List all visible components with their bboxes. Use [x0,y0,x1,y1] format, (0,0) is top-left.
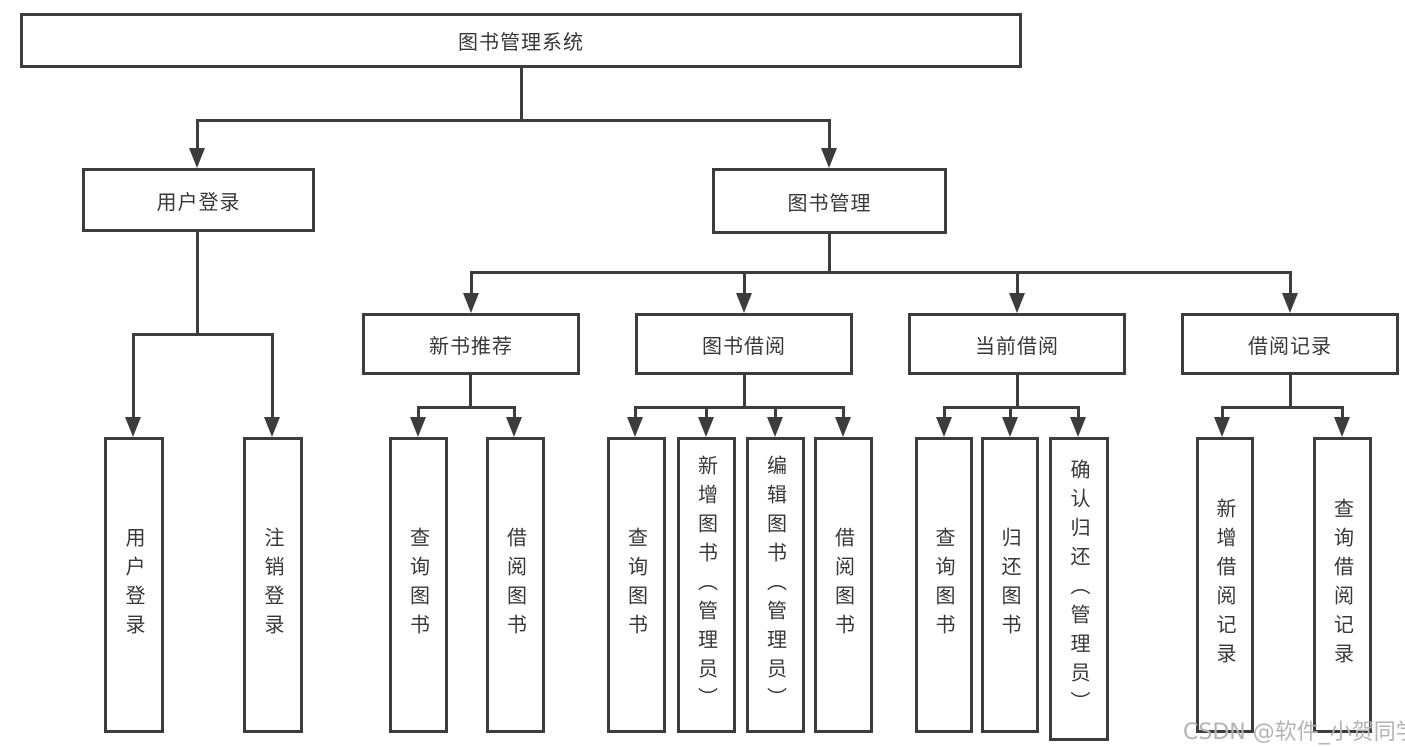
connector-book-management-stem [828,234,831,272]
arrowhead-down [1334,417,1350,437]
arrowhead-down [1002,417,1018,437]
node-user-login: 用户登录 [82,168,315,232]
node-library-management-system: 图书管理系统 [20,13,1022,68]
connector-book-borrow-stem [743,375,746,408]
node-label: 新书推荐 [429,333,513,358]
connector-new-book-stem [469,375,472,408]
arrowhead-down [463,293,479,313]
leaf-add-book-admin: 新增图书（管理员） [677,437,736,733]
node-book-management: 图书管理 [712,168,947,234]
connector-to-leaf-logout [271,333,274,417]
connector-to-user-login [196,119,199,150]
connector-leaf-stub [1221,406,1224,417]
leaf-label: 新增借阅记录 [1213,498,1237,672]
connector-leaf-stub [943,406,946,417]
arrowhead-down [835,417,851,437]
node-label: 图书管理系统 [458,30,584,54]
connector-to-current-borrow [1016,271,1019,293]
connector-leaf-stub [634,406,637,417]
node-label: 当前借阅 [975,333,1059,358]
leaf-label: 归还图书 [998,527,1022,643]
connector-borrow-records-stem [1289,375,1292,408]
connector-borrow-records-rail [1221,406,1344,409]
node-book-borrowing: 图书借阅 [635,313,853,375]
arrowhead-down [627,417,643,437]
leaf-confirm-return-admin: 确认归还（管理员） [1049,437,1109,741]
connector-current-borrow-stem [1016,375,1019,408]
arrowhead-down [264,417,280,437]
leaf-query-books: 查询图书 [915,437,973,733]
leaf-user-login: 用户登录 [104,437,164,733]
leaf-query-books: 查询图书 [607,437,666,733]
leaf-borrow-books: 借阅图书 [486,437,545,733]
leaf-query-books: 查询图书 [389,437,448,733]
arrowhead-down [821,148,837,168]
connector-to-book-management [828,119,831,150]
connector-leaf-stub [705,406,708,417]
connector-level3-rail [470,271,1292,274]
csdn-watermark: CSDN @软件_小贺同学 [1183,720,1405,745]
leaf-label: 查询图书 [624,527,649,643]
leaf-return-books: 归还图书 [981,437,1039,733]
node-borrowing-records: 借阅记录 [1181,313,1399,375]
connector-leaf-stub [513,406,516,417]
connector-to-new-book [470,271,473,293]
arrowhead-down [736,293,752,313]
arrowhead-down [125,417,141,437]
connector-leaf-stub [774,406,777,417]
connector-new-book-rail [417,406,516,409]
connector-to-book-borrow [743,271,746,293]
arrowhead-down [1282,293,1298,313]
node-current-borrowing: 当前借阅 [908,313,1126,375]
leaf-label: 确认归还（管理员） [1067,458,1091,720]
connector-to-borrow-records [1289,271,1292,293]
connector-leaf-stub [417,406,420,417]
connector-level2-rail [196,119,831,122]
node-label: 借阅记录 [1248,333,1332,358]
node-label: 图书借阅 [702,333,786,358]
arrowhead-down [189,148,205,168]
arrowhead-down [698,417,714,437]
connector-leaf-stub [1077,406,1080,417]
leaf-label: 编辑图书（管理员） [763,454,788,716]
arrowhead-down [1214,417,1230,437]
arrowhead-down [767,417,783,437]
arrowhead-down [410,417,426,437]
arrowhead-down [936,417,952,437]
leaf-label: 借阅图书 [831,527,856,643]
connector-book-borrow-rail [634,406,845,409]
connector-leaf-stub [842,406,845,417]
leaf-label: 注销登录 [261,527,285,643]
node-new-book-recommendation: 新书推荐 [362,313,580,375]
arrowhead-down [506,417,522,437]
connector-to-leaf-user-login [132,333,135,417]
leaf-edit-book-admin: 编辑图书（管理员） [746,437,805,733]
leaf-logout: 注销登录 [243,437,303,733]
node-label: 图书管理 [787,190,872,215]
connector-user-login-rail [132,333,274,336]
connector-leaf-stub [1341,406,1344,417]
node-label: 用户登录 [156,189,241,214]
connector-leaf-stub [1009,406,1012,417]
leaf-label: 借阅图书 [503,527,528,643]
arrowhead-down [1070,417,1086,437]
leaf-label: 查询借阅记录 [1330,498,1355,672]
leaf-add-borrow-record: 新增借阅记录 [1196,437,1254,733]
leaf-label: 用户登录 [122,527,146,643]
leaf-borrow-books: 借阅图书 [814,437,873,733]
leaf-label: 新增图书（管理员） [694,454,719,716]
leaf-label: 查询图书 [932,527,956,643]
connector-user-login-stem [196,232,199,335]
leaf-label: 查询图书 [406,527,431,643]
leaf-query-borrow-record: 查询借阅记录 [1313,437,1372,733]
connector-root-stem [520,68,523,120]
arrowhead-down [1009,293,1025,313]
